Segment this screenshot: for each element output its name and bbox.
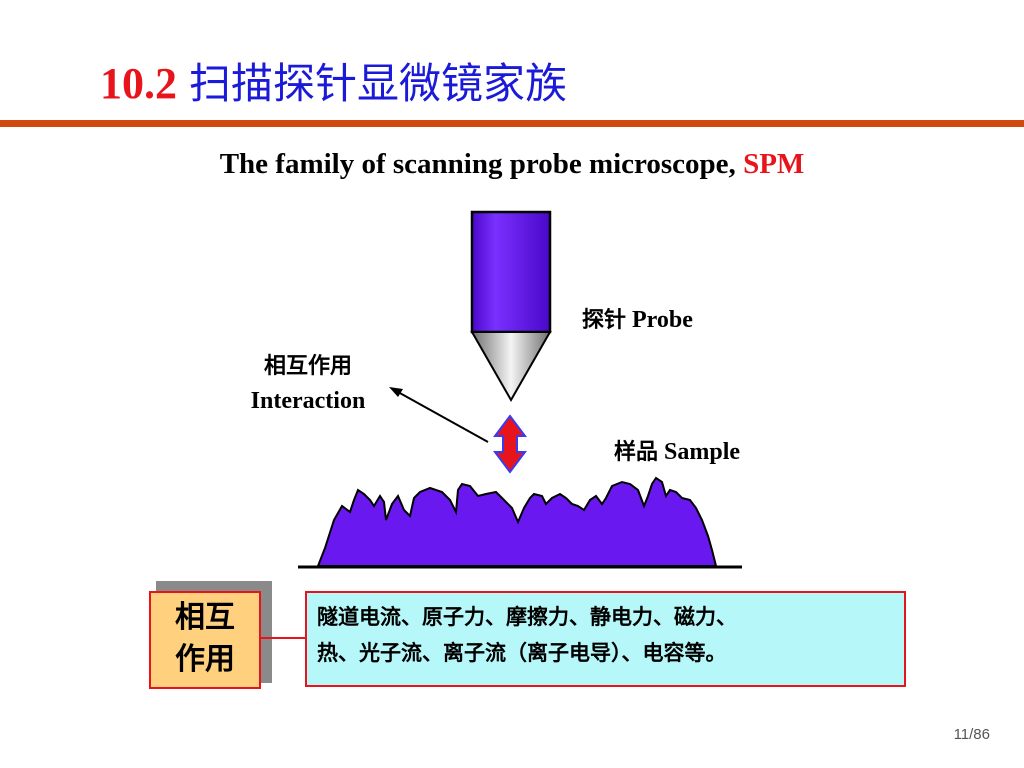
probe-body: [470, 210, 552, 334]
probe-label: 探针 Probe: [582, 302, 693, 334]
interaction-types-line1: 隧道电流、原子力、摩擦力、静电力、磁力、: [317, 605, 737, 629]
interaction-label: 相互作用 Interaction: [232, 350, 384, 418]
section-title: 扫描探针显微镜家族: [189, 59, 568, 108]
title-divider: [0, 120, 1024, 127]
page-number: 11/86: [953, 726, 990, 743]
interaction-pointer-arrowhead: [389, 387, 403, 397]
subtitle-text: The family of scanning probe microscope,: [219, 148, 744, 180]
interaction-box-line1: 相互: [175, 600, 235, 635]
section-number: 10.2: [100, 59, 177, 108]
interaction-pointer-line: [397, 391, 489, 443]
slide-subtitle: The family of scanning probe microscope,…: [0, 148, 1024, 181]
sample-label-en: Sample: [664, 439, 741, 465]
interaction-types-line2: 热、光子流、离子流（离子电导）、电容等。: [317, 641, 727, 665]
interaction-box-line2: 作用: [175, 642, 235, 677]
probe-label-en: Probe: [632, 307, 693, 333]
subtitle-highlight: SPM: [743, 148, 805, 180]
sample-label-cn: 样品: [614, 440, 659, 465]
probe-label-cn: 探针: [582, 308, 627, 333]
interaction-label-cn: 相互作用: [263, 354, 352, 379]
box-connector: [261, 637, 307, 639]
sample-label: 样品 Sample: [614, 434, 740, 466]
interaction-types-box: 隧道电流、原子力、摩擦力、静电力、磁力、 热、光子流、离子流（离子电导）、电容等…: [305, 591, 906, 687]
interaction-label-en: Interaction: [250, 388, 366, 414]
probe-tip: [470, 331, 552, 403]
interaction-double-arrow: [493, 414, 527, 474]
interaction-box: 相互 作用: [149, 591, 261, 689]
sample-surface: [316, 476, 718, 567]
